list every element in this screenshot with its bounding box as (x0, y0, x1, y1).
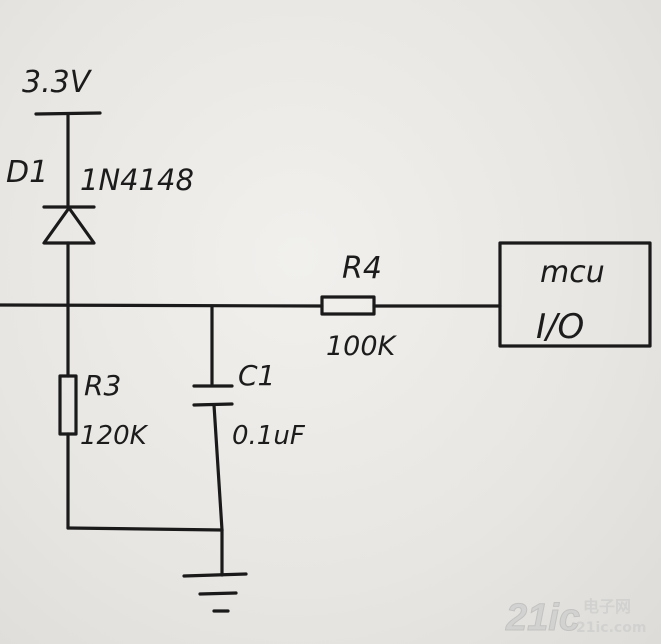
mcu-pin-label: I/O (536, 307, 584, 347)
resistor-r4-symbol (320, 295, 376, 316)
r3-ref-label: R3 (84, 369, 121, 402)
r3-value-label: 120K (80, 421, 149, 451)
mcu-title: mcu (540, 255, 605, 290)
diode-part-label: 1N4148 (80, 163, 194, 197)
watermark-tagline: 电子网 (583, 597, 631, 616)
c1-ref-label: C1 (238, 359, 275, 392)
ground-symbol (182, 572, 248, 613)
watermark-logo: 21ic 电子网 21ic.com (505, 597, 647, 640)
mcu-box (498, 241, 652, 348)
resistor-r3-symbol (58, 374, 78, 436)
diode-ref-label: D1 (6, 155, 48, 190)
wire-c1-to-ground (212, 403, 224, 532)
wire-main-net (0, 303, 324, 308)
watermark-domain: 21ic.com (576, 620, 646, 636)
r4-value-label: 100K (326, 331, 398, 362)
r4-ref-label: R4 (342, 251, 382, 286)
c1-value-label: 0.1uF (232, 421, 306, 451)
wire-ground-bus (66, 526, 224, 532)
watermark-brand: 21ic (505, 597, 580, 639)
supply-label: 3.3V (22, 65, 93, 100)
diode-d1-symbol (42, 205, 96, 245)
capacitor-c1-symbol (192, 384, 234, 407)
